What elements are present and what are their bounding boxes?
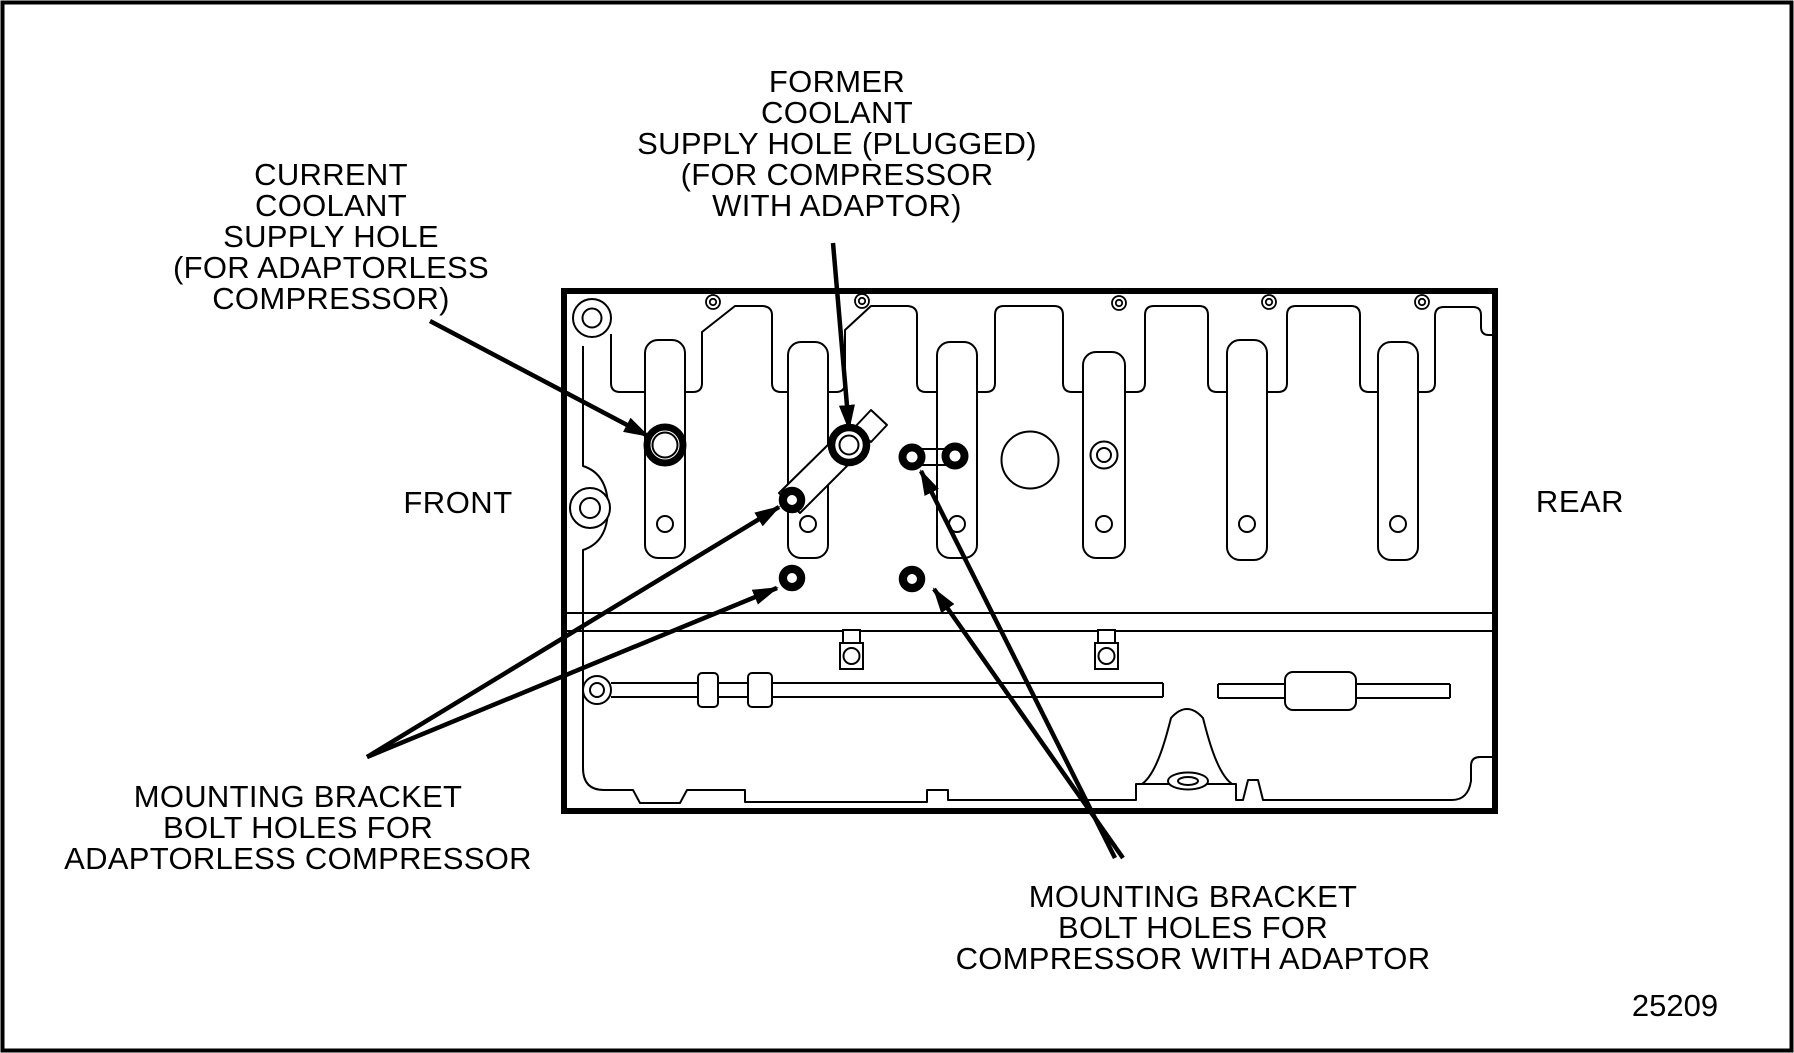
callout-line: BOLT HOLES FOR [1057,910,1329,945]
rib-4-lower-hole [1095,515,1113,533]
drain-boss-inner [1177,776,1199,786]
pan-rail-details [582,629,1451,791]
rod-sleeve [1284,671,1357,711]
arrow-current-supply [428,319,650,438]
callout-line: (FOR ADAPTORLESS [172,250,490,285]
rib-4-mid-hole-inner [1096,447,1112,463]
fitting-1-riser [842,629,861,644]
rib-5 [1226,339,1268,561]
callout-line: BOLT HOLES FOR [162,810,434,845]
lower-bolt-holes [778,564,926,593]
callout-line: SUPPLY HOLE (PLUGGED) [637,126,1037,161]
rod-collar-2 [747,672,773,708]
rear-label: REAR [1535,484,1625,519]
fitting-2-hole [1097,647,1116,665]
adaptor-bolt-hole-lower [898,565,926,593]
callout-line: FORMER [768,64,906,99]
top-scallop-contour [610,305,1493,393]
rib-5-hole [1238,515,1256,533]
arrow-adaptor-upper [918,469,1118,860]
callout-line: WITH ADAPTOR) [712,188,962,223]
drain-bell [1138,708,1236,785]
front-label: FRONT [403,485,513,520]
fitting-2-riser [1097,629,1116,644]
rib-2-hole [799,515,817,533]
arrow-adaptorless-lower [366,585,779,760]
figure-number: 25209 [1631,988,1719,1023]
callout-line: (FOR COMPRESSOR [680,157,994,192]
former-supply-assembly [778,409,888,514]
callout-line: COOLANT [255,188,407,223]
arrow-adaptor-lower [932,587,1125,860]
arrow-adaptorless-upper [365,505,781,759]
callout-former-coolant-supply: FORMER COOLANT SUPPLY HOLE (PLUGGED) (FO… [637,66,1037,221]
callout-line: ADAPTORLESS COMPRESSOR [64,841,532,876]
leader-arrows [365,242,1125,860]
callout-line: SUPPLY HOLE [223,219,439,254]
callout-line: CURRENT [254,157,408,192]
adaptorless-bolt-hole-upper [778,486,806,514]
callout-line: COMPRESSOR) [212,281,450,316]
top-bolt-circles [705,293,1430,311]
engine-block-outline [561,288,1498,814]
arrow-former-supply [830,242,855,431]
rib-6-hole [1389,515,1407,533]
rod-collar-1 [697,672,719,708]
left-boss-circles [569,298,612,529]
rib-6 [1377,341,1419,561]
callout-adaptor-bolt-holes: MOUNTING BRACKET BOLT HOLES FOR COMPRESS… [956,881,1431,974]
rib-1-hole [656,515,674,533]
callout-line: COMPRESSOR WITH ADAPTOR [955,941,1431,976]
former-supply-hole-bore [838,434,860,456]
former-coolant-supply-hole [827,423,871,467]
callout-line: MOUNTING BRACKET [1028,879,1358,914]
current-supply-assembly [643,423,687,467]
callout-line: COOLANT [761,95,913,130]
fitting-1-hole [842,647,861,665]
adaptor-bolt-hole-pair [898,442,969,471]
callout-line: MOUNTING BRACKET [133,779,463,814]
callout-current-coolant-supply: CURRENT COOLANT SUPPLY HOLE (FOR ADAPTOR… [173,159,489,314]
large-core-hole [1000,430,1060,490]
adaptorless-bolt-hole-lower [778,564,806,592]
callout-adaptorless-bolt-holes: MOUNTING BRACKET BOLT HOLES FOR ADAPTORL… [64,781,532,874]
